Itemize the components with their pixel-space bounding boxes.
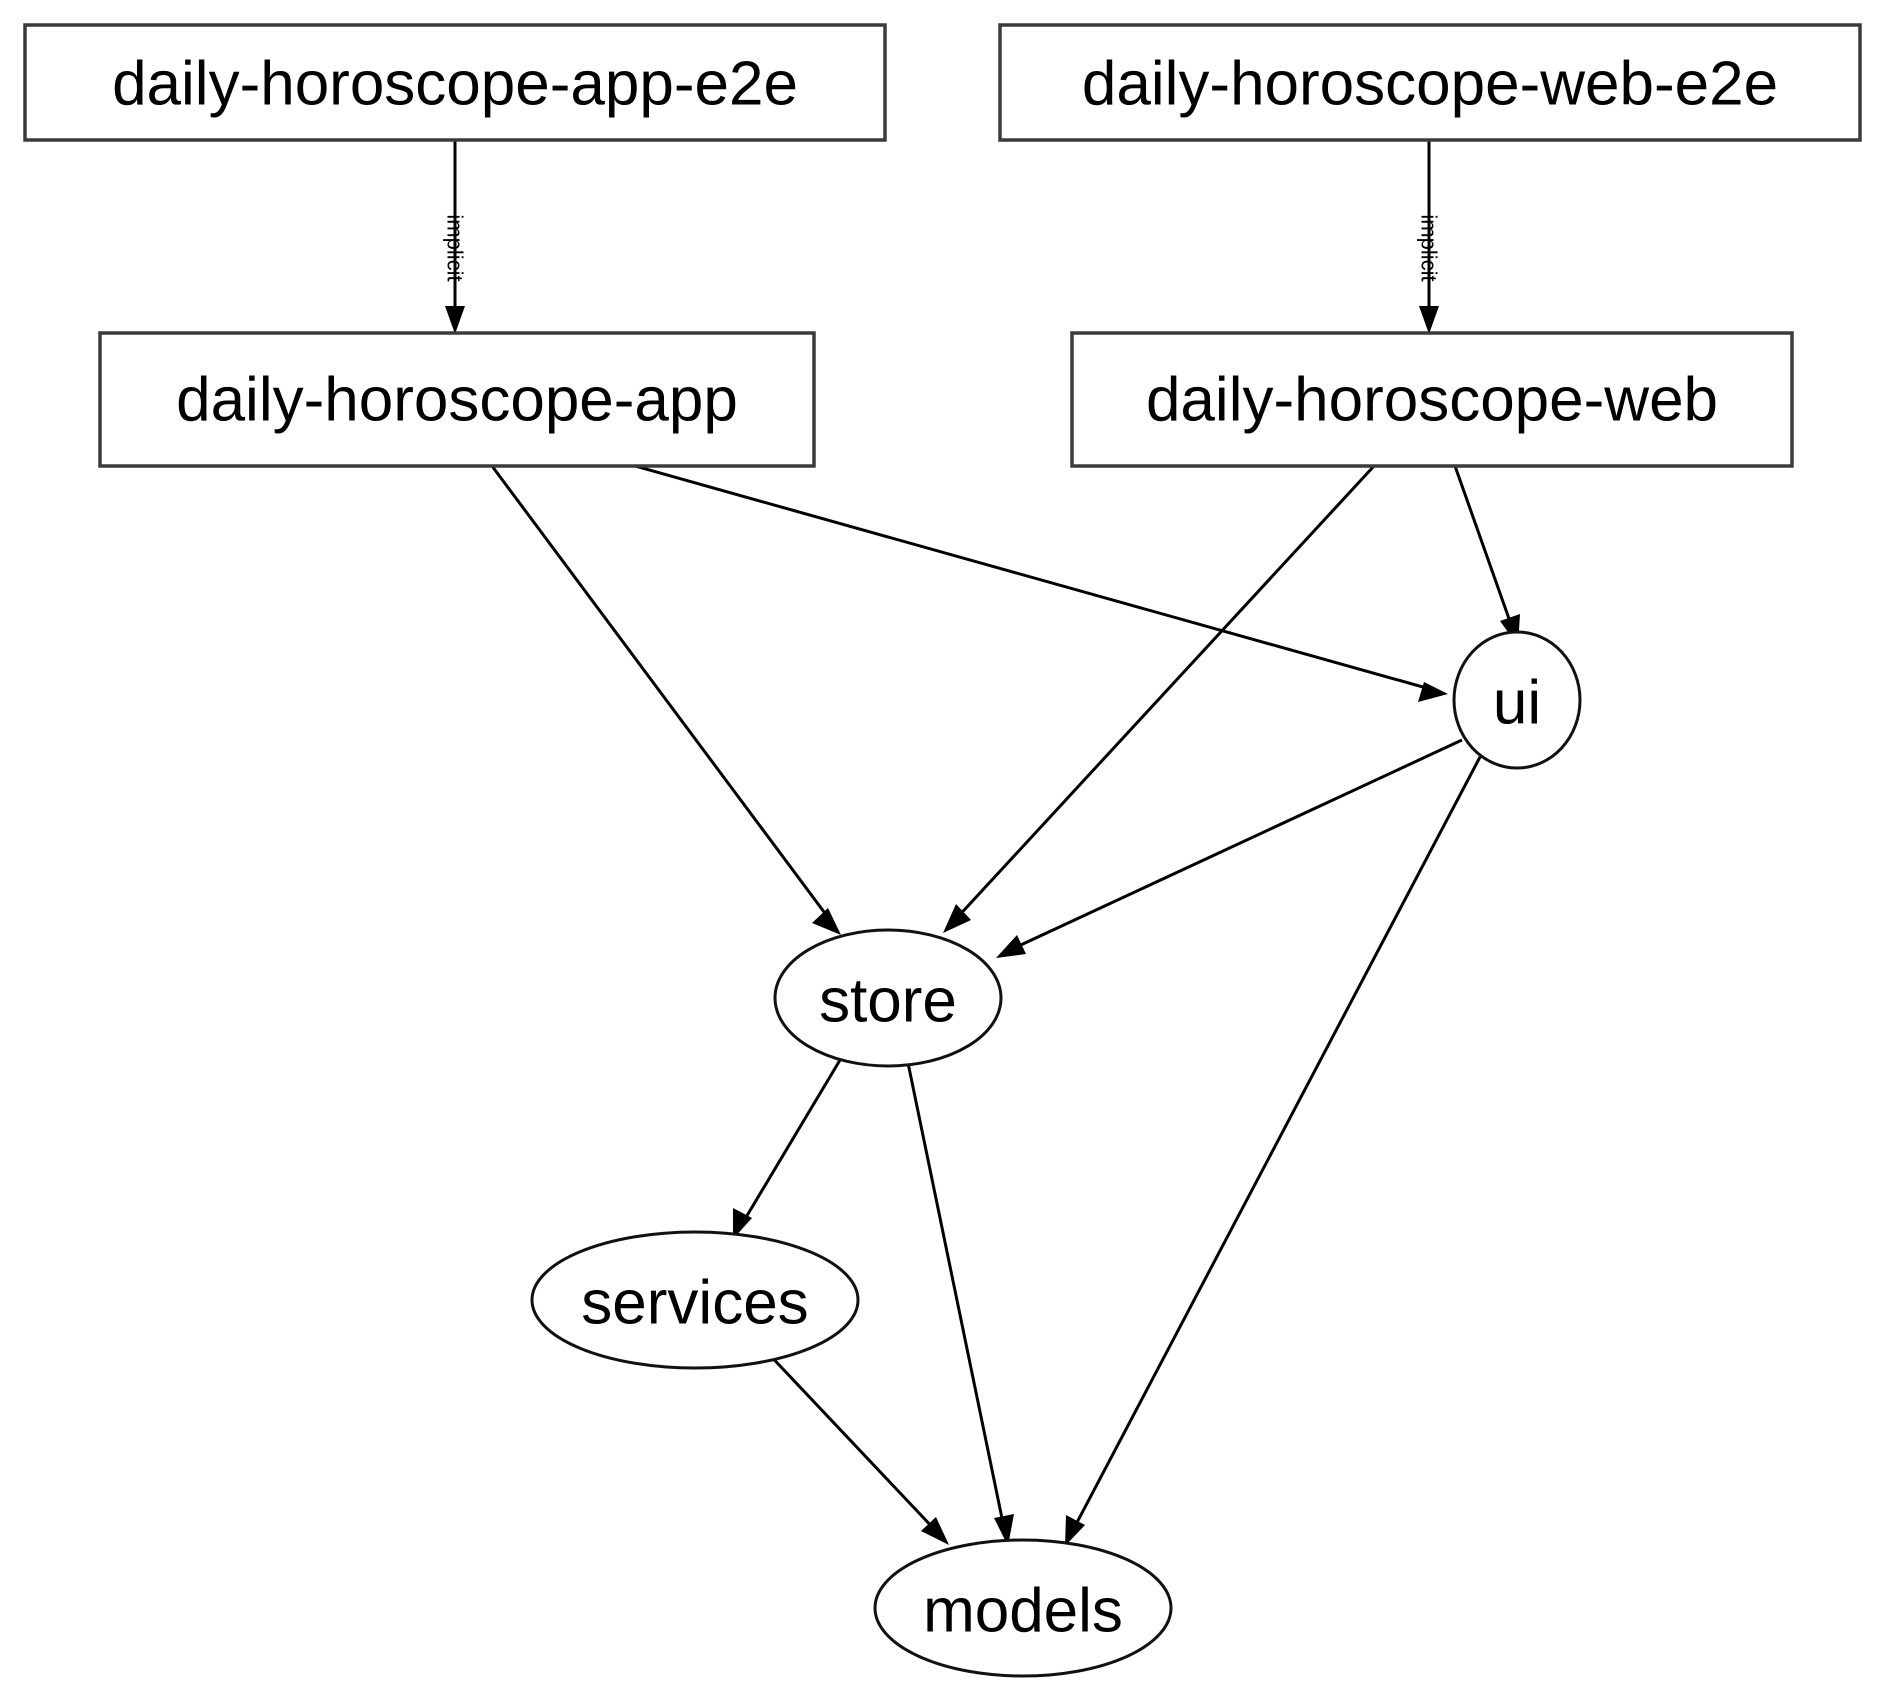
edge-ui-to-store — [996, 738, 1463, 958]
edge-line — [1453, 465, 1515, 631]
node-ellipse-shape[interactable] — [530, 1230, 860, 1370]
node-models[interactable]: models — [873, 1538, 1173, 1678]
edge-store-to-models — [905, 1057, 1014, 1546]
edge-app-to-store — [490, 465, 841, 935]
node-daily-horoscope-app-e2e[interactable]: daily-horoscope-app-e2e — [23, 23, 887, 142]
edge-line — [763, 1348, 938, 1533]
node-services[interactable]: services — [530, 1230, 860, 1370]
node-label-daily-horoscope-app: daily-horoscope-app — [176, 366, 738, 435]
node-label-models: models — [923, 1577, 1123, 1646]
edge-label-implicit-right: implicit — [1417, 214, 1442, 281]
edge-web-to-ui — [1453, 465, 1520, 646]
arrowhead-icon — [1065, 1515, 1085, 1546]
edge-line — [953, 464, 1376, 922]
node-daily-horoscope-web[interactable]: daily-horoscope-web — [1070, 331, 1794, 468]
arrowhead-icon — [733, 1208, 752, 1239]
edge-line — [905, 1057, 1006, 1529]
edge-line — [740, 1054, 845, 1225]
node-label-daily-horoscope-web: daily-horoscope-web — [1146, 366, 1718, 435]
node-label-ui: ui — [1493, 669, 1541, 738]
edge-app-to-ui — [634, 464, 1448, 702]
edge-line — [1009, 738, 1463, 952]
node-label-store: store — [819, 967, 957, 1036]
node-label-services: services — [581, 1269, 808, 1338]
edge-ui-to-models — [1065, 756, 1482, 1546]
edge-line — [634, 464, 1431, 691]
node-ellipse-shape[interactable] — [773, 928, 1003, 1068]
arrowhead-icon — [994, 1514, 1014, 1546]
edge-web-e2e-to-web: implicit — [1417, 140, 1442, 334]
arrowhead-icon — [996, 935, 1026, 958]
edge-web-to-store — [943, 464, 1376, 933]
arrowhead-icon — [1419, 306, 1439, 334]
arrowhead-icon — [1418, 682, 1448, 702]
node-box-shape[interactable] — [23, 23, 887, 142]
node-daily-horoscope-app[interactable]: daily-horoscope-app — [98, 331, 816, 468]
edge-label-implicit-left: implicit — [443, 214, 468, 281]
node-ellipse-shape[interactable] — [1452, 630, 1582, 770]
arrowhead-icon — [921, 1517, 949, 1545]
edge-services-to-models — [763, 1348, 949, 1545]
edge-app-e2e-to-app: implicit — [443, 140, 468, 334]
node-label-daily-horoscope-web-e2e: daily-horoscope-web-e2e — [1082, 50, 1778, 119]
edge-line — [490, 465, 832, 921]
node-label-daily-horoscope-app-e2e: daily-horoscope-app-e2e — [112, 50, 798, 119]
arrowhead-icon — [445, 306, 465, 334]
node-store[interactable]: store — [773, 928, 1003, 1068]
node-daily-horoscope-web-e2e[interactable]: daily-horoscope-web-e2e — [998, 23, 1862, 142]
node-box-shape[interactable] — [1070, 331, 1794, 468]
node-box-shape[interactable] — [998, 23, 1862, 142]
node-ui[interactable]: ui — [1452, 630, 1582, 770]
arrowhead-icon — [943, 904, 971, 933]
arrowhead-icon — [812, 908, 841, 935]
node-box-shape[interactable] — [98, 331, 816, 468]
node-ellipse-shape[interactable] — [873, 1538, 1173, 1678]
edge-line — [1071, 756, 1482, 1531]
edge-store-to-services — [733, 1054, 845, 1239]
